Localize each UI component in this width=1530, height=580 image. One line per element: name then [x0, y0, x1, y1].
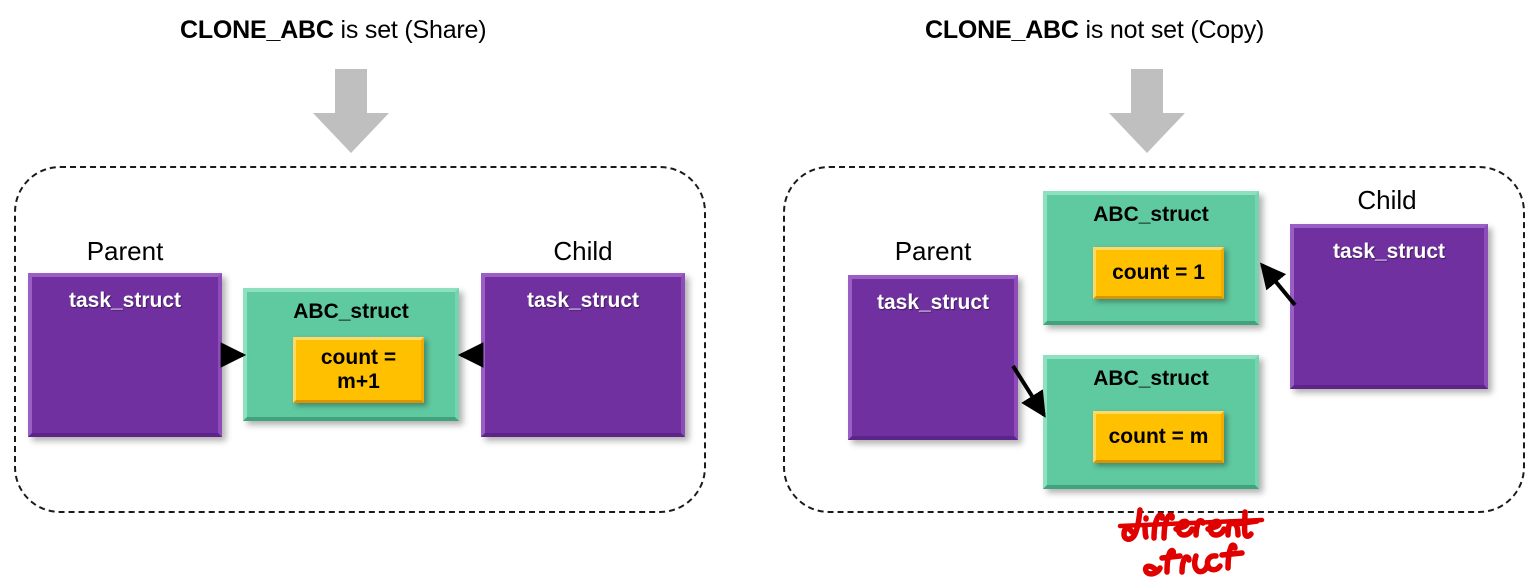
- panel-title-copy: CLONE_ABC is not set (Copy): [925, 16, 1264, 45]
- copy-parent-task-struct: task_struct: [848, 275, 1018, 440]
- copy-child-task-struct: task_struct: [1290, 224, 1488, 389]
- handwritten-annotation: [1112, 498, 1312, 580]
- big-down-arrow-head: [313, 113, 389, 153]
- big-down-arrow-shaft: [335, 69, 367, 113]
- panel-title-share: CLONE_ABC is set (Share): [180, 16, 487, 45]
- share-parent-caption: Parent: [86, 236, 164, 266]
- copy-child-caption: Child: [1357, 185, 1417, 215]
- copy-count-box-bottom: count = m: [1093, 411, 1224, 463]
- share-abc-struct: ABC_struct count = m+1: [243, 288, 459, 421]
- share-parent-task-struct: task_struct: [28, 273, 222, 437]
- panel-title-share-rest: is set (Share): [333, 16, 487, 44]
- big-down-arrow-shaft-2: [1131, 69, 1163, 113]
- copy-count-value-bottom: count = m: [1108, 425, 1209, 449]
- big-down-arrow-icon: [313, 69, 389, 153]
- share-abc-struct-label: ABC_struct: [293, 300, 409, 323]
- share-child-task-struct-label: task_struct: [526, 289, 640, 312]
- copy-child-task-struct-label: task_struct: [1332, 240, 1446, 263]
- copy-parent-task-struct-label: task_struct: [876, 291, 990, 314]
- copy-abc-struct-bottom: ABC_struct count = m: [1043, 355, 1259, 489]
- panel-title-copy-flag: CLONE_ABC: [925, 16, 1079, 44]
- share-parent-task-struct-label: task_struct: [68, 289, 182, 312]
- copy-process-boundary: [783, 166, 1525, 513]
- handwritten-annotation-ink: [1117, 507, 1265, 577]
- copy-parent-caption: Parent: [894, 236, 972, 266]
- panel-title-copy-rest: is not set (Copy): [1078, 16, 1265, 44]
- share-count-box: count = m+1: [293, 337, 424, 403]
- copy-abc-struct-bottom-label: ABC_struct: [1093, 367, 1209, 390]
- copy-count-box-top: count = 1: [1093, 247, 1224, 299]
- share-count-value: count = m+1: [320, 346, 397, 393]
- copy-count-value-top: count = 1: [1112, 261, 1205, 285]
- share-child-task-struct: task_struct: [481, 273, 685, 437]
- share-child-caption: Child: [553, 236, 613, 266]
- big-down-arrow-head-2: [1109, 113, 1185, 153]
- share-process-boundary: [14, 166, 706, 513]
- panel-title-share-flag: CLONE_ABC: [180, 16, 334, 44]
- copy-abc-struct-top-label: ABC_struct: [1093, 203, 1209, 226]
- big-down-arrow-icon-2: [1109, 69, 1185, 153]
- copy-abc-struct-top: ABC_struct count = 1: [1043, 191, 1259, 325]
